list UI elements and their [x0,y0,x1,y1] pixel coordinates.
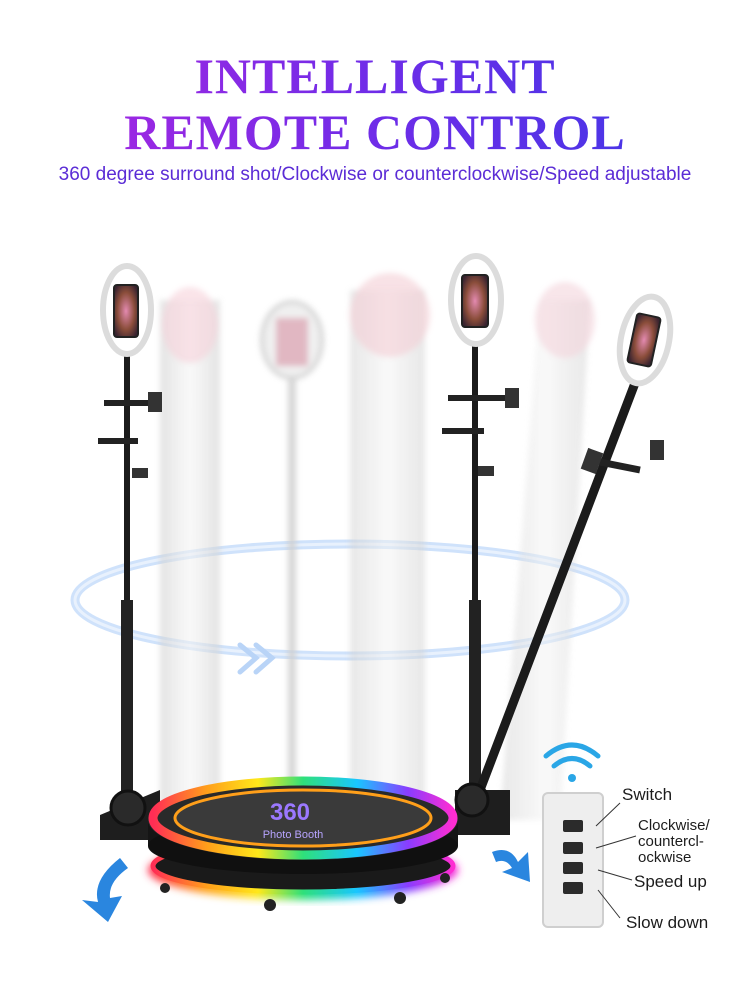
rotation-arrow-icon [82,849,530,922]
platform-logo-text: Photo Booth [263,829,324,841]
label-direction-2: countercl- [638,833,704,850]
subtitle: 360 degree surround shot/Clockwise or co… [58,164,692,185]
remote-control [542,742,637,928]
motion-blur-stands [160,273,595,860]
label-direction-1: Clockwise/ [638,817,710,834]
label-switch: Switch [622,785,673,804]
platform-logo-number: 360 [270,799,310,826]
ring-light-stand-right [475,293,674,795]
title-line-1: INTELLIGENT [0,48,750,104]
switch-button[interactable] [563,820,583,832]
direction-button[interactable] [563,842,583,854]
title-line-2: REMOTE CONTROL [0,104,750,160]
ring-light-stand-center [442,253,519,800]
ring-light-stand-left [98,263,162,825]
label-direction-3: ockwise [638,849,692,866]
label-speed-up: Speed up [634,872,707,891]
rotating-platform [100,776,510,911]
slow-down-button[interactable] [563,882,583,894]
speed-up-button[interactable] [563,862,583,874]
label-slow-down: Slow down [626,913,709,932]
ring-chevron-icon [237,642,276,675]
wifi-icon [543,742,601,782]
